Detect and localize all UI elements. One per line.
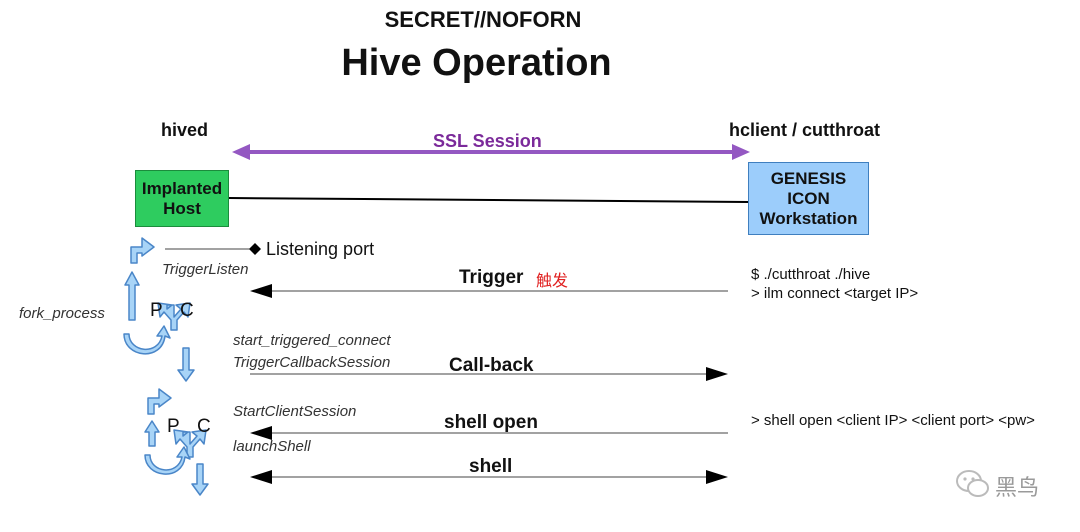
arrow-turn-right-icon	[147, 388, 172, 415]
genesis-icon-workstation-box: GENESIS ICON Workstation	[748, 162, 869, 235]
ssl-session-arrow	[232, 144, 750, 160]
parent-label: P	[150, 300, 163, 321]
workstation-line3: Workstation	[759, 208, 858, 228]
child-label: C	[180, 300, 194, 321]
start-client-session-label: StartClientSession	[233, 403, 357, 420]
page-title: Hive Operation	[341, 42, 612, 84]
trigger-cn-label: 触发	[536, 273, 569, 290]
launch-shell-label: launchShell	[233, 438, 311, 455]
command-ilm-connect: > ilm connect <target IP>	[751, 285, 919, 302]
arrow-down-icon	[191, 463, 209, 496]
trigger-arrow	[250, 284, 728, 298]
host-station-link	[228, 197, 749, 203]
implanted-host-box: Implanted Host	[135, 170, 229, 227]
listening-port-label: Listening port	[266, 239, 375, 259]
watermark-text: 黑鸟	[995, 475, 1040, 500]
callback-arrow	[250, 367, 728, 381]
callback-label: Call-back	[449, 355, 534, 376]
implanted-host-line1: Implanted	[141, 178, 223, 198]
shell-label: shell	[469, 456, 513, 477]
hived-label: hived	[161, 120, 209, 140]
arrow-loop-icon	[123, 325, 171, 355]
trigger-listen-label: TriggerListen	[162, 261, 249, 278]
workstation-line1: GENESIS	[770, 168, 847, 188]
trigger-label: Trigger	[459, 267, 524, 288]
workstation-line2: ICON	[787, 188, 830, 208]
shell-arrow	[250, 470, 728, 484]
arrow-up-icon	[144, 420, 160, 447]
shell-open-arrow	[250, 426, 728, 440]
fork-icon	[157, 302, 191, 331]
shell-open-label: shell open	[444, 412, 538, 433]
parent-label: P	[167, 416, 180, 437]
fork-process-label: fork_process	[19, 305, 105, 322]
arrow-turn-right-icon	[130, 237, 155, 264]
arrow-down-icon	[177, 347, 195, 382]
watermark: 黑鸟	[955, 468, 1055, 502]
classification-banner: SECRET//NOFORN	[384, 7, 582, 32]
arrow-up-icon	[124, 271, 140, 321]
listening-port-diamond	[249, 243, 261, 255]
trigger-callback-session-label: TriggerCallbackSession	[233, 354, 391, 371]
fork-icon	[173, 429, 207, 458]
start-triggered-connect-label: start_triggered_connect	[233, 332, 391, 349]
ssl-session-label: SSL Session	[433, 131, 542, 151]
hclient-label: hclient / cutthroat	[729, 120, 881, 140]
command-cutthroat: $ ./cutthroat ./hive	[751, 266, 871, 283]
command-shell-open: > shell open <client IP> <client port> <…	[751, 412, 1035, 429]
wechat-icon	[956, 470, 989, 497]
implanted-host-line2: Host	[163, 198, 201, 218]
arrow-loop-icon	[144, 446, 191, 475]
child-label: C	[197, 416, 211, 437]
